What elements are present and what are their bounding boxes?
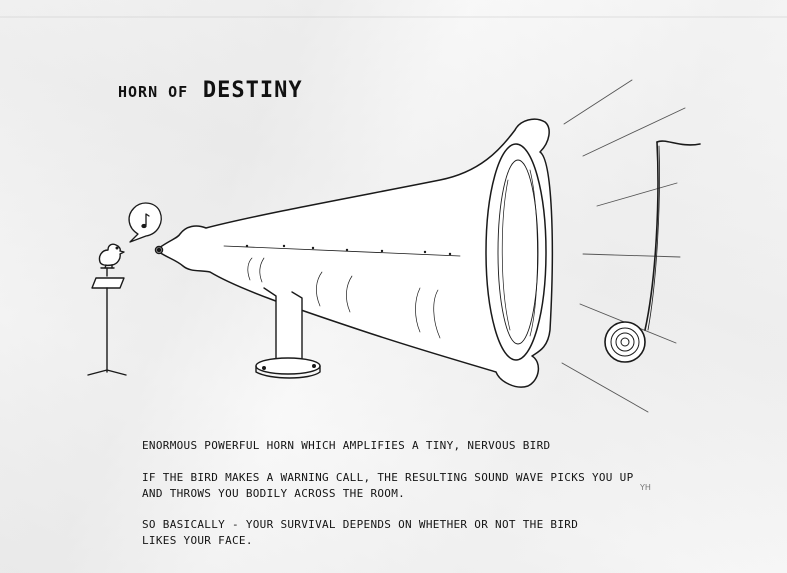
horn-icon [154, 118, 554, 388]
pedestal-icon [255, 287, 321, 379]
caption-warning: IF THE BIRD MAKES A WARNING CALL, THE RE… [142, 470, 634, 502]
caption-line: AND THROWS YOU BODILY ACROSS THE ROOM. [142, 487, 406, 500]
caption-line: LIKES YOUR FACE. [142, 534, 253, 547]
artist-signature: YH [640, 483, 651, 492]
caption-conclusion: SO BASICALLY - YOUR SURVIVAL DEPENDS ON … [142, 517, 578, 549]
title-emphasis: DESTINY [202, 78, 303, 103]
paper-crease [0, 16, 787, 18]
caption-line: SO BASICALLY - YOUR SURVIVAL DEPENDS ON … [142, 518, 579, 531]
caption-line: IF THE BIRD MAKES A WARNING CALL, THE RE… [142, 471, 634, 484]
bird-stand-icon [87, 267, 127, 376]
speech-bubble-icon [128, 202, 162, 243]
caption-description: ENORMOUS POWERFUL HORN WHICH AMPLIFIES A… [142, 438, 550, 454]
bird-icon [98, 243, 125, 269]
title-prefix: HORN OF [118, 83, 189, 101]
caption-line: ENORMOUS POWERFUL HORN WHICH AMPLIFIES A… [142, 439, 551, 452]
music-note-icon [604, 140, 701, 363]
page-title: HORN OF DESTINY [118, 78, 303, 103]
